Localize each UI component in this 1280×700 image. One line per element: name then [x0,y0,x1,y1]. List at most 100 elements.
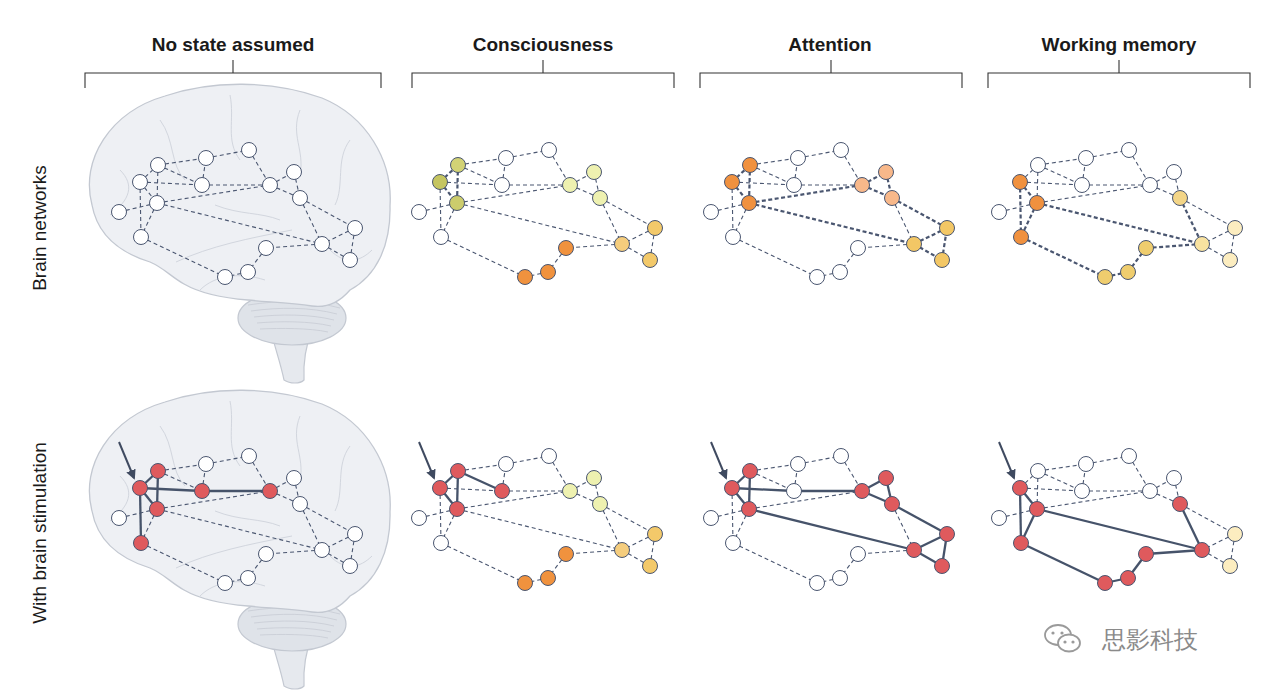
column-header: Working memory [1042,34,1197,56]
network-link [157,203,322,244]
network-node [725,175,740,190]
network-link [1037,491,1150,509]
network-link [749,491,862,509]
network-link [600,504,655,534]
network-node [241,571,256,586]
network-link [457,491,570,509]
network-node [433,175,448,190]
network-node [259,241,274,256]
network-node [1030,196,1045,211]
network-node [434,536,449,551]
network-node [615,237,630,252]
network-link [749,509,914,550]
row-label: With brain stimulation [29,442,51,624]
network-node [1173,497,1188,512]
network-node [1195,237,1210,252]
network-node [195,484,210,499]
network-link [441,237,525,277]
network-node [412,205,427,220]
network-node [348,527,363,542]
network-node [263,484,278,499]
network-link [1020,488,1021,543]
network-link [733,543,817,583]
network-node [704,205,719,220]
brain-network [704,442,955,591]
network-link [440,488,441,543]
network-link [457,203,622,244]
brain-outline [89,390,390,689]
network-link [157,509,322,550]
network-node [907,543,922,558]
network-node [1075,178,1090,193]
network-node [112,511,127,526]
network-link [457,185,570,203]
network-link [858,244,914,248]
network-link [1020,182,1021,237]
network-link [141,543,225,583]
network-node [495,484,510,499]
bracket [412,60,674,88]
network-node [992,205,1007,220]
network-node [259,547,274,562]
network-node [851,547,866,562]
network-node [112,205,127,220]
network-node [787,178,802,193]
network-node [412,511,427,526]
network-link [1037,185,1150,203]
network-node [542,449,557,464]
network-link [732,488,794,491]
network-node [499,457,514,472]
network-link [441,543,525,583]
column-header: No state assumed [152,34,315,56]
network-link [1146,244,1202,248]
brain-outline [89,84,390,383]
network-link [140,488,141,543]
network-node [450,196,465,211]
column-header: Attention [788,34,871,56]
network-node [133,481,148,496]
network-node [1098,576,1113,591]
network-node [134,536,149,551]
network-node [287,471,302,486]
network-node [1173,191,1188,206]
network-link [140,182,141,237]
network-node [518,270,533,285]
network-node [287,165,302,180]
network-node [1030,502,1045,517]
brain-network [992,143,1243,285]
network-node [241,265,256,280]
network-link [1180,198,1235,228]
network-link [566,550,622,554]
network-node [1079,151,1094,166]
network-link [1037,203,1202,244]
column-header: Consciousness [473,34,613,56]
network-link [202,490,270,492]
network-node [743,464,758,479]
network-node [1167,165,1182,180]
network-node [242,449,257,464]
network-link [157,185,270,203]
network-link [300,198,355,228]
network-node [810,270,825,285]
brain-network [412,143,663,285]
network-node [907,237,922,252]
network-node [742,502,757,517]
brain-network [112,442,363,591]
network-node [742,196,757,211]
bracket [988,60,1250,88]
network-node [563,178,578,193]
network-node [1014,536,1029,551]
network-node [1122,143,1137,158]
network-link [1020,488,1082,491]
network-node [643,253,658,268]
network-node [791,151,806,166]
network-node [885,191,900,206]
network-node [1228,527,1243,542]
header-brackets [85,60,1250,88]
brain-network [412,442,663,591]
network-node [992,511,1007,526]
network-node [879,471,894,486]
network-node [1121,265,1136,280]
network-node [1079,457,1094,472]
network-node [1139,547,1154,562]
